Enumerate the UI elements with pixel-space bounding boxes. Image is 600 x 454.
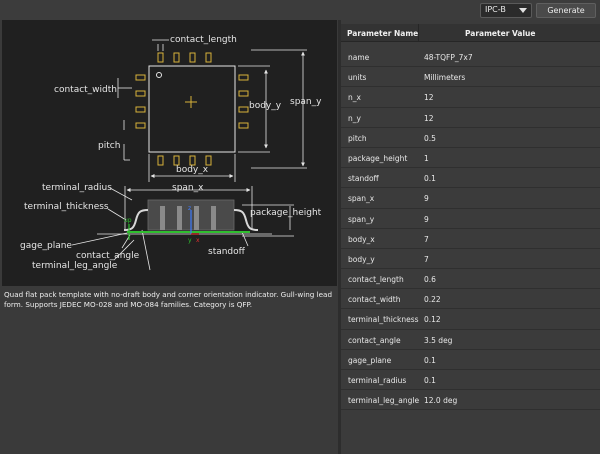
table-row[interactable]: gage_plane 0.1 bbox=[341, 350, 600, 370]
parameter-name-cell: pitch bbox=[348, 133, 367, 143]
parameter-name-cell: terminal_thickness bbox=[348, 315, 419, 325]
splitter[interactable] bbox=[338, 20, 341, 454]
label-package-height: package_height bbox=[250, 208, 322, 218]
table-row[interactable]: terminal_radius 0.1 bbox=[341, 370, 600, 391]
parameter-name-cell: body_y bbox=[348, 254, 375, 264]
toolbar: IPC-B Generate bbox=[0, 0, 600, 20]
table-row[interactable]: contact_angle 3.5 deg bbox=[341, 330, 600, 350]
parameter-value-cell[interactable]: 12.0 deg bbox=[424, 396, 458, 406]
table-row[interactable]: body_x 7 bbox=[341, 229, 600, 249]
parameter-name-cell: contact_angle bbox=[348, 335, 401, 345]
parameter-value-cell[interactable]: 1 bbox=[424, 153, 429, 163]
parameter-value-cell[interactable]: 9 bbox=[424, 194, 429, 204]
parameter-name-cell: n_y bbox=[348, 113, 361, 123]
label-standoff: standoff bbox=[208, 247, 246, 257]
table-row[interactable]: span_x 9 bbox=[341, 188, 600, 209]
table-row[interactable]: n_y 12 bbox=[341, 108, 600, 128]
table-row[interactable]: terminal_thickness 0.12 bbox=[341, 309, 600, 330]
table-row[interactable]: name 48-TQFP_7x7 bbox=[341, 47, 600, 68]
svg-text:z: z bbox=[188, 205, 191, 212]
label-gage-plane: gage_plane bbox=[20, 241, 72, 251]
right-lead bbox=[233, 209, 259, 231]
parameter-value-cell[interactable]: 12 bbox=[424, 113, 434, 123]
side-view-labels: terminal_radius span_x terminal_thicknes… bbox=[20, 183, 322, 271]
top-view-labels: contact_length contact_width pitch body_… bbox=[54, 35, 322, 175]
parameter-value-cell[interactable]: 7 bbox=[424, 234, 429, 244]
parameter-name-cell: standoff bbox=[348, 174, 379, 184]
label-contact-length: contact_length bbox=[170, 35, 237, 45]
table-header: Parameter Name Parameter Value bbox=[341, 24, 600, 42]
parameter-name-cell: span_x bbox=[348, 194, 375, 204]
parameter-value-cell[interactable]: Millimeters bbox=[424, 73, 466, 83]
parameter-value-cell[interactable]: 9 bbox=[424, 214, 429, 224]
template-description: Quad flat pack template with no-draft bo… bbox=[4, 290, 333, 309]
table-row[interactable]: span_y 9 bbox=[341, 209, 600, 229]
parameter-value-cell[interactable]: 0.1 bbox=[424, 174, 436, 184]
parameter-value-cell[interactable]: 0.22 bbox=[424, 295, 441, 305]
table-row[interactable]: terminal_leg_angle 12.0 deg bbox=[341, 390, 600, 411]
label-span-x: span_x bbox=[172, 183, 204, 193]
parameter-name-cell: contact_length bbox=[348, 275, 404, 285]
parameter-name-cell: gage_plane bbox=[348, 355, 392, 365]
axis-labels: up z y x bbox=[124, 205, 200, 244]
parameter-name-cell: terminal_leg_angle bbox=[348, 396, 420, 406]
label-contact-width: contact_width bbox=[54, 85, 117, 95]
parameter-value-cell[interactable]: 0.1 bbox=[424, 355, 436, 365]
parameter-value-cell[interactable]: 12 bbox=[424, 93, 434, 103]
package-diagram-svg: contact_length contact_width pitch body_… bbox=[20, 35, 322, 271]
parameter-name-cell: contact_width bbox=[348, 295, 401, 305]
side-view bbox=[97, 199, 272, 240]
label-pitch: pitch bbox=[98, 141, 120, 151]
svg-text:up: up bbox=[124, 217, 132, 224]
package-diagram: contact_length contact_width pitch body_… bbox=[2, 20, 337, 286]
table-row[interactable]: contact_length 0.6 bbox=[341, 269, 600, 290]
top-view-dimensions bbox=[117, 39, 307, 182]
label-span-y: span_y bbox=[290, 97, 322, 107]
label-body-y: body_y bbox=[249, 101, 282, 111]
label-contact-angle: contact_angle bbox=[76, 251, 140, 261]
svg-text:x: x bbox=[196, 237, 200, 244]
label-terminal-leg-angle: terminal_leg_angle bbox=[32, 261, 118, 271]
table-row[interactable]: n_x 12 bbox=[341, 87, 600, 108]
parameter-name-cell: span_y bbox=[348, 214, 375, 224]
table-row[interactable]: package_height 1 bbox=[341, 148, 600, 169]
top-pads bbox=[135, 52, 249, 166]
parameter-value-cell[interactable]: 0.12 bbox=[424, 315, 441, 325]
table-row[interactable]: pitch 0.5 bbox=[341, 128, 600, 148]
chevron-down-icon bbox=[519, 8, 527, 13]
parameter-name-cell: package_height bbox=[348, 153, 408, 163]
parameter-table: Parameter Name Parameter Value name 48-TQ… bbox=[341, 20, 600, 454]
package-body-outline bbox=[148, 65, 236, 153]
parameter-value-cell[interactable]: 0.5 bbox=[424, 133, 436, 143]
parameter-name-cell: name bbox=[348, 53, 370, 62]
table-row[interactable]: contact_width 0.22 bbox=[341, 289, 600, 310]
parameter-value-cell[interactable]: 3.5 deg bbox=[424, 335, 453, 345]
standard-select[interactable]: IPC-B bbox=[480, 3, 532, 18]
label-body-x: body_x bbox=[176, 165, 209, 175]
header-parameter-value[interactable]: Parameter Value bbox=[465, 29, 536, 38]
standard-select-value: IPC-B bbox=[485, 5, 506, 14]
top-view bbox=[148, 65, 236, 153]
parameter-value-cell[interactable]: 0.6 bbox=[424, 275, 436, 285]
parameter-value-cell[interactable]: 48-TQFP_7x7 bbox=[424, 53, 473, 62]
label-terminal-thickness: terminal_thickness bbox=[24, 202, 109, 212]
parameter-name-cell: body_x bbox=[348, 234, 375, 244]
parameter-name-cell: terminal_radius bbox=[348, 376, 407, 385]
pin1-indicator bbox=[156, 72, 162, 78]
parameter-name-cell: n_x bbox=[348, 93, 361, 103]
left-panel: contact_length contact_width pitch body_… bbox=[0, 20, 338, 454]
parameter-value-cell[interactable]: 7 bbox=[424, 254, 429, 264]
parameter-name-cell: units bbox=[348, 73, 367, 83]
table-row[interactable]: units Millimeters bbox=[341, 67, 600, 88]
parameter-value-cell[interactable]: 0.1 bbox=[424, 376, 436, 385]
table-row[interactable]: body_y 7 bbox=[341, 249, 600, 270]
header-parameter-name[interactable]: Parameter Name bbox=[347, 29, 419, 38]
generate-button[interactable]: Generate bbox=[536, 3, 596, 18]
svg-text:y: y bbox=[188, 237, 192, 244]
table-row[interactable]: standoff 0.1 bbox=[341, 168, 600, 189]
label-terminal-radius: terminal_radius bbox=[42, 183, 112, 193]
